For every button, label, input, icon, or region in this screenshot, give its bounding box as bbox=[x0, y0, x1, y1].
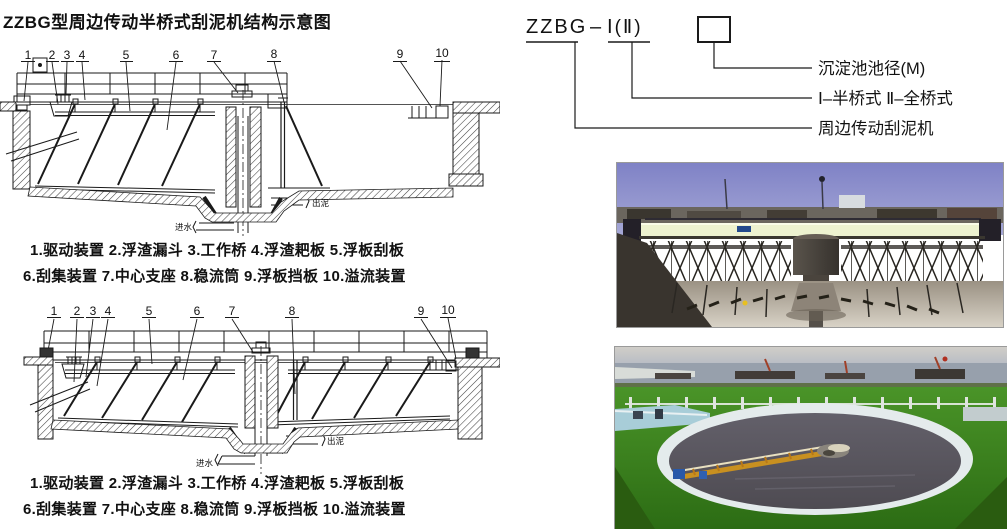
model-variant: Ⅰ(Ⅱ) bbox=[607, 17, 643, 38]
half-bridge-caption: 1.驱动装置 2.浮渣漏斗 3.工作桥 4.浮渣耙板 5.浮板刮板 6.刮集装置… bbox=[0, 238, 440, 290]
photo1-scene bbox=[617, 163, 1003, 327]
callout-7: 7 bbox=[229, 304, 236, 318]
diagram1-linework bbox=[0, 57, 500, 236]
bridge-type-callout-label: Ⅰ–半桥式 Ⅱ–全桥式 bbox=[818, 89, 953, 108]
scraper-blades bbox=[686, 294, 940, 315]
fence-posts bbox=[629, 397, 996, 409]
callout-2: 2 bbox=[74, 304, 81, 318]
callout-5: 5 bbox=[146, 304, 153, 318]
callout-4: 4 bbox=[79, 48, 86, 62]
page-title: ZZBG型周边传动半桥式刮泥机结构示意图 bbox=[3, 13, 332, 32]
diagram1-callout-numbers: 1 2 3 4 5 6 7 8 9 10 bbox=[25, 46, 449, 62]
model-separator: – bbox=[590, 16, 602, 38]
callout-1: 1 bbox=[25, 48, 32, 62]
callout-3: 3 bbox=[64, 48, 71, 62]
callout-4: 4 bbox=[105, 304, 112, 318]
callout-3: 3 bbox=[90, 304, 97, 318]
callout-10: 10 bbox=[435, 46, 449, 60]
model-designation-key: ZZBG – Ⅰ(Ⅱ) 沉淀池池径(M) Ⅰ–半桥式 Ⅱ–全桥式 周边传动刮泥机 bbox=[526, 16, 953, 138]
half-bridge-structure-diagram: 1 2 3 4 5 6 7 8 9 10 进水 出泥 bbox=[0, 46, 500, 236]
scraper-installation-photo bbox=[616, 162, 1004, 328]
caption-line: 6.刮集装置 7.中心支座 8.稳流筒 9.浮板挡板 10.溢流装置 bbox=[23, 501, 406, 518]
photo2-scene bbox=[615, 347, 1007, 529]
callout-2: 2 bbox=[49, 48, 56, 62]
callout-1: 1 bbox=[51, 304, 58, 318]
callout-6: 6 bbox=[194, 304, 201, 318]
outlet-label: 出泥 bbox=[327, 436, 345, 446]
sedimentation-tank-photo bbox=[614, 346, 1007, 529]
model-key-text: ZZBG – Ⅰ(Ⅱ) 沉淀池池径(M) Ⅰ–半桥式 Ⅱ–全桥式 周边传动刮泥机 bbox=[526, 16, 953, 138]
inlet-label: 进水 bbox=[175, 222, 193, 232]
diagram1-flow-labels: 进水 出泥 bbox=[175, 198, 330, 232]
callout-5: 5 bbox=[123, 48, 130, 62]
callout-10: 10 bbox=[441, 303, 455, 317]
inlet-label: 进水 bbox=[196, 458, 214, 468]
callout-8: 8 bbox=[271, 47, 278, 61]
diameter-callout-label: 沉淀池池径(M) bbox=[818, 59, 925, 78]
model-key-lines bbox=[526, 16, 812, 129]
model-code: ZZBG bbox=[526, 16, 587, 38]
callout-9: 9 bbox=[397, 47, 404, 61]
full-bridge-structure-diagram: 1 2 3 4 5 6 7 8 9 10 进水 出泥 bbox=[23, 303, 500, 474]
caption-line: 1.驱动装置 2.浮渣漏斗 3.工作桥 4.浮渣耙板 5.浮板刮板 bbox=[30, 242, 405, 259]
caption-line: 6.刮集装置 7.中心支座 8.稳流筒 9.浮板挡板 10.溢流装置 bbox=[23, 268, 406, 285]
callout-8: 8 bbox=[289, 304, 296, 318]
diagram2-linework bbox=[23, 317, 500, 474]
callout-6: 6 bbox=[173, 48, 180, 62]
outlet-label: 出泥 bbox=[312, 198, 330, 208]
diagram2-callout-numbers: 1 2 3 4 5 6 7 8 9 10 bbox=[51, 303, 455, 318]
machine-name-callout-label: 周边传动刮泥机 bbox=[818, 119, 934, 138]
full-bridge-caption: 1.驱动装置 2.浮渣漏斗 3.工作桥 4.浮渣耙板 5.浮板刮板 6.刮集装置… bbox=[0, 471, 440, 523]
callout-7: 7 bbox=[211, 48, 218, 62]
diagram2-flow-labels: 进水 出泥 bbox=[196, 436, 345, 468]
caption-line: 1.驱动装置 2.浮渣漏斗 3.工作桥 4.浮渣耙板 5.浮板刮板 bbox=[30, 475, 405, 492]
callout-9: 9 bbox=[418, 304, 425, 318]
